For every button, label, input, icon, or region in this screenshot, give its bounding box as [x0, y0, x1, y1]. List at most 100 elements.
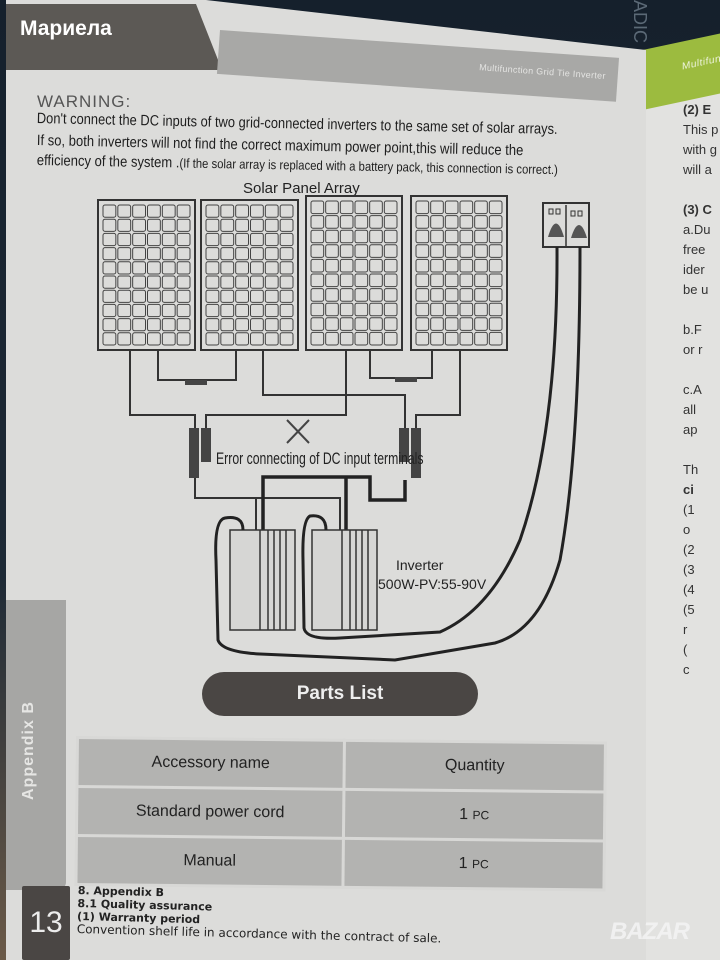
solar-cell — [488, 229, 503, 244]
solar-cell — [250, 303, 264, 318]
solar-cell — [354, 302, 369, 317]
solar-cell — [383, 331, 398, 346]
table-row: Manual 1 PC — [75, 835, 605, 891]
solar-cell — [147, 303, 161, 318]
right-page-line: Th — [683, 462, 699, 477]
right-page-line: (2 — [683, 542, 695, 557]
solar-cell — [459, 302, 474, 317]
solar-cell — [415, 229, 430, 244]
solar-cell — [474, 258, 488, 273]
right-page-line: be u — [683, 282, 709, 297]
solar-cell — [250, 232, 264, 247]
solar-cell — [369, 273, 383, 288]
solar-cell — [161, 247, 176, 261]
quantity-unit: PC — [472, 808, 490, 823]
solar-cell — [205, 261, 220, 275]
solar-cell — [354, 273, 369, 288]
solar-cell — [279, 303, 294, 318]
solar-cell — [444, 229, 459, 244]
solar-cell — [102, 318, 117, 332]
inverter-label: Inverter — [396, 557, 444, 573]
inverter-1-icon — [229, 529, 296, 631]
solar-cell — [235, 247, 250, 261]
solar-cell — [459, 200, 474, 215]
solar-cell — [474, 215, 488, 229]
right-page-line: free — [683, 242, 706, 257]
solar-cell — [161, 289, 176, 303]
solar-cell — [117, 232, 132, 247]
solar-cell — [132, 318, 147, 332]
right-page-line: or r — [683, 342, 703, 357]
solar-cell — [102, 289, 117, 303]
solar-cell — [369, 258, 383, 273]
solar-cell — [474, 273, 488, 288]
solar-cell — [132, 218, 147, 232]
solar-cell — [383, 244, 398, 258]
solar-cell — [250, 275, 264, 289]
right-page-line: (2) E — [683, 102, 712, 117]
solar-cell — [161, 232, 176, 247]
solar-cell — [415, 273, 430, 288]
right-page-line: (3 — [683, 562, 695, 577]
solar-cell — [369, 244, 383, 258]
solar-cell — [474, 302, 488, 317]
solar-cell — [132, 261, 147, 275]
solar-cell — [325, 331, 339, 346]
solar-cell — [102, 218, 117, 232]
footer-text: 8. Appendix B 8.1 Quality assurance (1) … — [77, 884, 443, 946]
solar-cell — [117, 218, 132, 232]
solar-cell — [205, 318, 220, 332]
solar-cell — [147, 289, 161, 303]
inverter-spec: 500W-PV:55-90V — [378, 576, 487, 592]
solar-cell — [444, 200, 459, 215]
header-accessory-name: Accessory name — [76, 737, 345, 790]
solar-cell — [354, 200, 369, 215]
solar-cell — [354, 288, 369, 302]
solar-cell — [310, 288, 325, 302]
solar-cell — [161, 275, 176, 289]
solar-cell — [147, 247, 161, 261]
solar-cell — [325, 273, 339, 288]
solar-cell — [250, 218, 264, 232]
solar-cell — [147, 332, 161, 346]
solar-cell — [132, 275, 147, 289]
solar-cell — [235, 204, 250, 218]
solar-cell — [339, 258, 354, 273]
accessory-name: Manual — [75, 835, 344, 888]
solar-cell — [279, 232, 294, 247]
solar-cell — [488, 244, 503, 258]
solar-cell — [488, 200, 503, 215]
solar-cell — [176, 332, 191, 346]
solar-cell — [161, 261, 176, 275]
solar-cell — [117, 289, 132, 303]
solar-cell — [161, 332, 176, 346]
solar-cell — [488, 331, 503, 346]
solar-cell — [250, 318, 264, 332]
solar-cell — [354, 229, 369, 244]
solar-cell — [235, 261, 250, 275]
solar-cell — [310, 273, 325, 288]
solar-cell — [354, 258, 369, 273]
solar-cell — [339, 317, 354, 331]
solar-cell — [205, 218, 220, 232]
solar-cell — [132, 289, 147, 303]
right-page-line: a.Du — [683, 222, 711, 237]
solar-cell — [459, 215, 474, 229]
solar-cell — [415, 331, 430, 346]
solar-cell — [264, 303, 279, 318]
solar-cell — [444, 317, 459, 331]
solar-cell — [325, 317, 339, 331]
quantity-value: 1 — [459, 806, 469, 824]
solar-cell — [161, 218, 176, 232]
side-tab: Appendix B — [6, 600, 66, 890]
ac-cables — [214, 246, 582, 662]
solar-cell — [430, 200, 444, 215]
solar-cell — [205, 332, 220, 346]
solar-cell — [264, 318, 279, 332]
solar-cell — [176, 261, 191, 275]
solar-cell — [444, 215, 459, 229]
solar-cell — [310, 331, 325, 346]
solar-cell — [176, 318, 191, 332]
solar-cell — [430, 331, 444, 346]
solar-cell — [279, 247, 294, 261]
